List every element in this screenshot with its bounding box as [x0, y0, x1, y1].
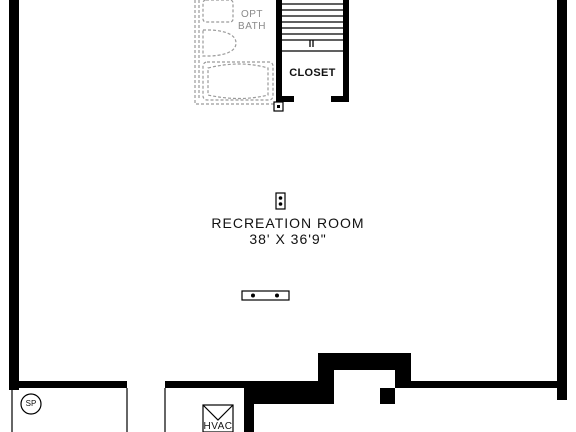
room-dimensions: 38' X 36'9" — [249, 231, 327, 247]
room-name: RECREATION ROOM — [211, 215, 365, 231]
vanity-outline — [202, 0, 234, 23]
closet-left-wall — [276, 0, 282, 102]
bottom-wall-right — [395, 381, 567, 388]
sump-pump-icon — [20, 393, 42, 415]
closet-bottom-left — [276, 96, 294, 102]
stairs — [282, 3, 343, 47]
right-wall — [557, 0, 567, 400]
thin-walls — [11, 50, 343, 432]
bottom-wall-left — [9, 381, 127, 388]
vent-vertical-icon — [275, 192, 286, 210]
opt-bath-label: OPT BATH — [235, 9, 269, 33]
opt-bath-line1: OPT — [240, 9, 264, 20]
opt-bath-line2: BATH — [238, 21, 266, 32]
sump-pump-label: SP — [25, 399, 37, 408]
hvac-inner-wall-vertical — [244, 388, 254, 432]
room-label: RECREATION ROOM 38' X 36'9" — [188, 215, 388, 247]
bump-wall-top — [318, 353, 411, 370]
closet-right-wall — [343, 0, 349, 102]
bottom-wall-mid — [165, 381, 318, 388]
left-wall — [9, 0, 19, 390]
bump-wall-right — [395, 353, 411, 388]
bath-outline — [194, 0, 276, 105]
fixtures — [20, 101, 290, 432]
hvac-inner-wall-right — [380, 388, 395, 404]
vent-horizontal-icon — [241, 290, 290, 301]
walls — [9, 0, 567, 432]
toilet-outline — [202, 29, 237, 57]
hvac-label: HVAC — [203, 421, 233, 432]
closet-bottom-right — [331, 96, 349, 102]
closet-label: CLOSET — [289, 67, 336, 79]
tub-outline — [202, 61, 274, 101]
hvac-inner-wall-top — [244, 388, 334, 404]
opt-bath-fixtures — [194, 0, 276, 105]
